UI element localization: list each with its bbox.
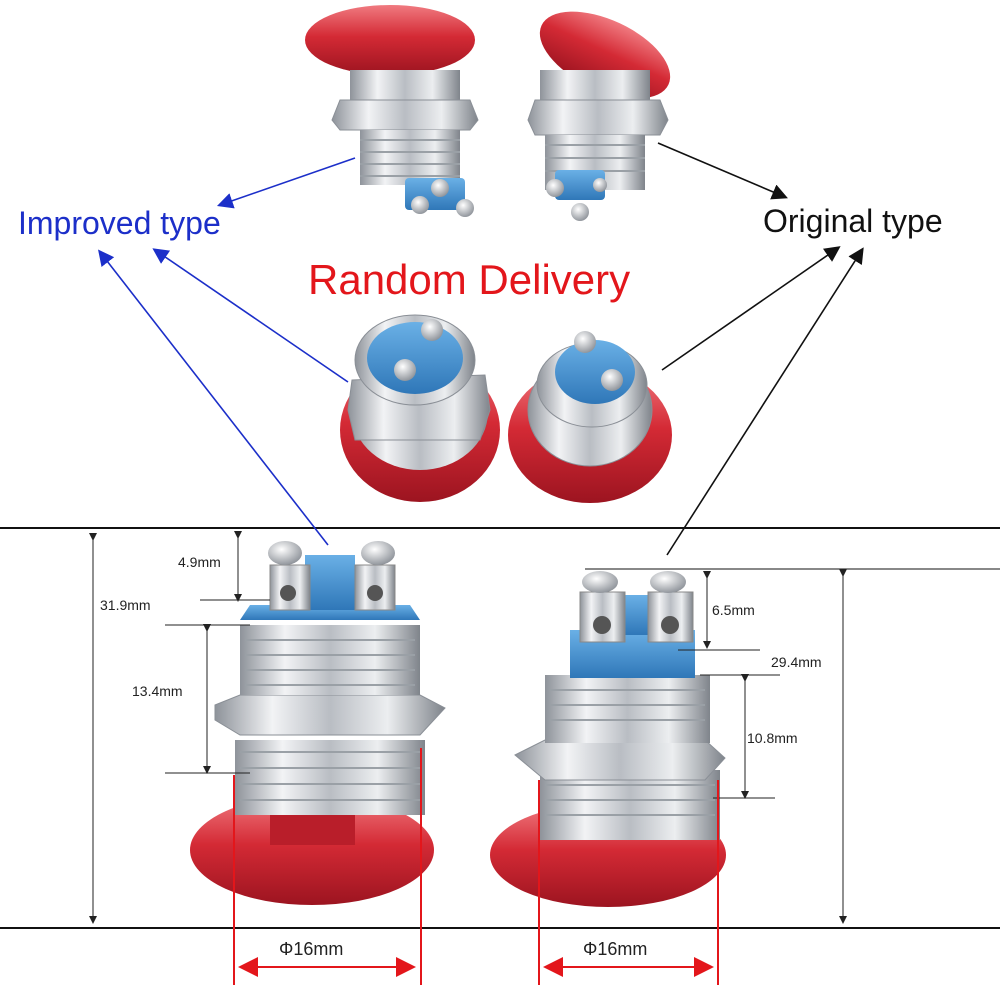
dimensions-improved — [89, 531, 270, 924]
callouts-improved — [98, 157, 356, 546]
improved-screw-height: 4.9mm — [178, 554, 221, 570]
improved-total-height: 31.9mm — [100, 597, 151, 613]
switch-improved-side — [190, 541, 446, 905]
dimensions-original — [678, 569, 847, 924]
switch-original-bottom — [508, 331, 672, 503]
diameter-improved — [233, 748, 422, 985]
original-screw-height: 6.5mm — [712, 602, 755, 618]
improved-thread-length: 13.4mm — [132, 683, 183, 699]
original-total-height: 29.4mm — [771, 654, 822, 670]
improved-type-label: Improved type — [18, 205, 221, 241]
original-thread-length: 10.8mm — [747, 730, 798, 746]
random-delivery-title: Random Delivery — [308, 256, 631, 303]
improved-diameter: Φ16mm — [279, 939, 344, 959]
switch-improved-bottom — [340, 314, 500, 502]
original-type-label: Original type — [763, 203, 943, 239]
switch-original-side — [490, 571, 726, 907]
callouts-original — [657, 142, 864, 556]
switch-original-top — [527, 11, 671, 221]
switch-improved-top — [305, 5, 479, 217]
original-diameter: Φ16mm — [583, 939, 648, 959]
diameter-original — [538, 780, 719, 985]
